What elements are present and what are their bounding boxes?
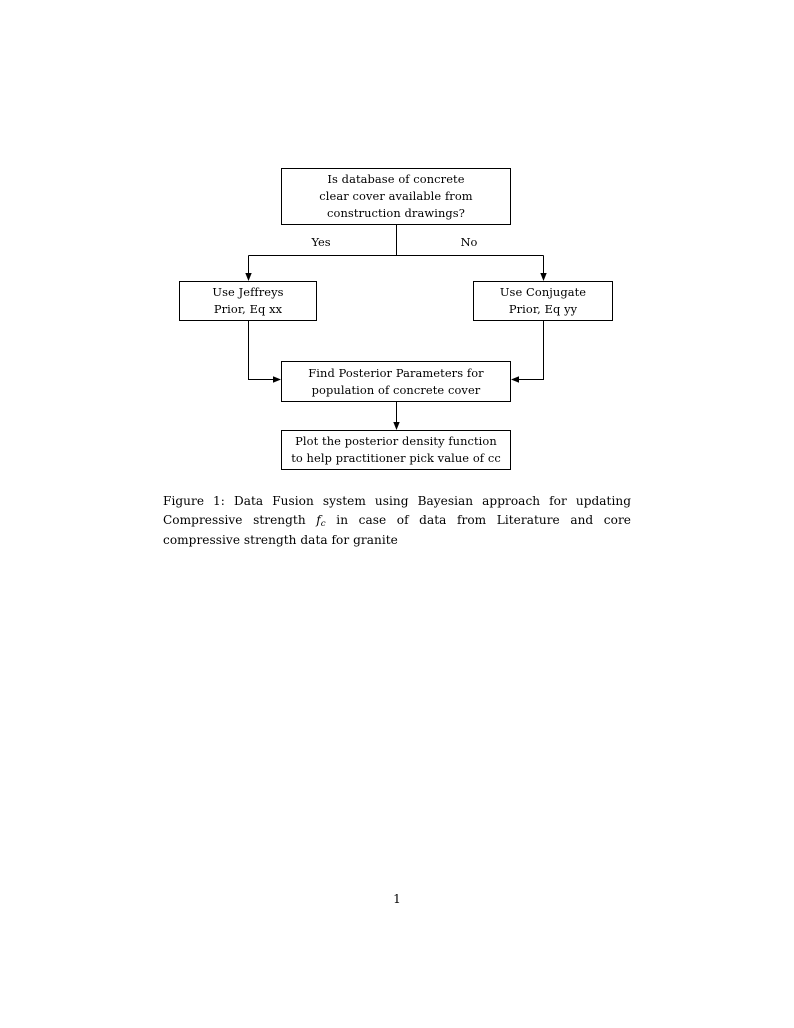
arrowhead-into-jeffreys <box>245 273 252 281</box>
node-plot-line-1: Plot the posterior density function <box>295 434 497 449</box>
connector-jeffreys-to-posterior <box>248 321 275 380</box>
caption-label: Figure 1: <box>163 494 225 508</box>
node-question-line-2: clear cover available from <box>319 189 473 204</box>
caption-math-base: f <box>316 512 321 527</box>
flowchart-figure: Is database of concrete clear cover avai… <box>0 0 794 480</box>
arrowhead-into-plot <box>393 422 400 430</box>
node-jeffreys-prior: Use Jeffreys Prior, Eq xx <box>179 281 317 321</box>
caption-math-fc: fc <box>316 512 326 529</box>
node-question-line-3: construction drawings? <box>327 205 465 220</box>
figure-caption: Figure 1: Data Fusion system using Bayes… <box>163 492 631 550</box>
arrowhead-into-posterior-right <box>511 376 519 383</box>
node-plot-posterior-density: Plot the posterior density function to h… <box>281 430 511 470</box>
caption-text-before-math: Data Fusion system using Bayesian approa… <box>163 494 631 527</box>
node-question: Is database of concrete clear cover avai… <box>281 168 511 225</box>
node-jeffreys-line-2: Prior, Eq xx <box>213 302 283 316</box>
node-plot-line-2: to help practitioner pick value of cc <box>291 451 501 465</box>
branch-label-yes: Yes <box>311 235 331 249</box>
node-find-posterior-parameters: Find Posterior Parameters for population… <box>281 361 511 402</box>
caption-text-after-math: in case of data from Literature and core… <box>163 512 631 548</box>
node-conjugate-line-2: Prior, Eq yy <box>508 302 578 316</box>
node-conjugate-line-1: Use Conjugate <box>499 285 587 300</box>
arrowhead-into-posterior-left <box>273 376 281 383</box>
branch-label-no: No <box>460 235 478 249</box>
arrowhead-into-conjugate <box>540 273 547 281</box>
flowchart-connectors <box>245 225 547 430</box>
node-jeffreys-line-1: Use Jeffreys <box>212 285 284 300</box>
connector-conjugate-to-posterior <box>517 321 544 380</box>
node-posterior-line-2: population of concrete cover <box>311 382 481 397</box>
caption-math-subscript: c <box>320 518 326 529</box>
node-question-line-1: Is database of concrete <box>327 172 465 187</box>
node-conjugate-prior: Use Conjugate Prior, Eq yy <box>473 281 613 321</box>
node-posterior-line-1: Find Posterior Parameters for <box>308 365 484 380</box>
page-number: 1 <box>393 892 401 906</box>
